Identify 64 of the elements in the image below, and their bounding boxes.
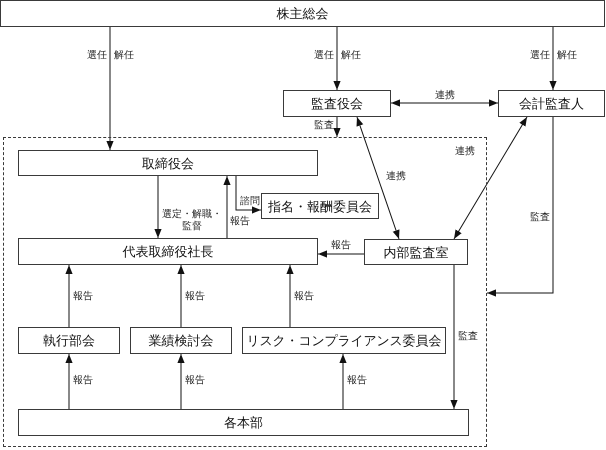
arrow (549, 26, 557, 90)
edge-label: 監査 (314, 120, 334, 132)
edge-label: 連携 (455, 146, 475, 158)
dashed-group-frame (3, 137, 487, 447)
organization-box (18, 150, 318, 176)
arrow (333, 116, 341, 138)
organization-box (0, 0, 605, 27)
edge-label: 諮問 (240, 196, 260, 208)
edge-label: 監査 (530, 212, 550, 224)
annotation-label: 解任 (557, 50, 577, 62)
annotation-label: 解任 (341, 50, 361, 62)
arrow (177, 264, 185, 328)
arrow (286, 264, 294, 328)
double-arrow (390, 99, 498, 107)
box-label: 監査役会 (311, 96, 363, 111)
box-label: 内部監査室 (384, 244, 448, 260)
box-label: 会計監査人 (519, 96, 584, 111)
annotation-label: 選任 (87, 50, 107, 62)
box-label: 指名・報酬委員会 (268, 198, 372, 214)
edge-label: 報告 (230, 216, 250, 228)
arrow (65, 354, 73, 410)
arrow (333, 26, 341, 90)
box-label: 業績検討会 (148, 333, 214, 348)
edge-label: 選定・解職・監督 (161, 209, 223, 233)
edge-label: 報告 (185, 291, 205, 303)
edge-label: 報告 (347, 375, 367, 387)
edge-label: 報告 (331, 240, 351, 252)
box-label: 執行部会 (43, 333, 95, 348)
organization-box (283, 90, 391, 117)
organization-box (242, 327, 446, 354)
organization-box (130, 327, 232, 354)
edge-label: 報告 (185, 375, 205, 387)
box-label: 代表取締役社長 (122, 244, 214, 259)
arrow (106, 26, 114, 150)
arrow (223, 176, 231, 238)
edge-label: 報告 (73, 291, 93, 303)
annotation-label: 選任 (530, 50, 550, 62)
arrow (65, 264, 73, 328)
double-arrow (356, 116, 400, 240)
arrow (177, 354, 185, 410)
edge-label: 報告 (294, 291, 314, 303)
edge-label: 監査 (458, 331, 478, 343)
organization-box (364, 239, 468, 265)
organization-box (18, 238, 318, 265)
annotation-label: 解任 (114, 50, 134, 62)
arrow (318, 250, 364, 258)
arrow (486, 116, 554, 297)
edge-label: 連携 (386, 171, 406, 183)
arrow (339, 354, 347, 410)
edge-label: 連携 (435, 90, 455, 102)
annotation-label: 選任 (314, 50, 334, 62)
box-label: リスク・コンプライアンス委員会 (246, 333, 442, 348)
box-label: 株主総会 (276, 6, 328, 21)
organization-box (261, 193, 379, 219)
arrow (154, 176, 162, 238)
organization-box (18, 327, 120, 354)
organization-box (498, 90, 605, 117)
double-arrow (454, 116, 528, 240)
arrow (236, 176, 262, 214)
box-label: 取締役会 (142, 156, 194, 170)
box-label: 各本部 (224, 415, 263, 430)
edge-label: 報告 (73, 375, 93, 387)
arrow (450, 264, 458, 410)
organization-box (18, 409, 469, 436)
